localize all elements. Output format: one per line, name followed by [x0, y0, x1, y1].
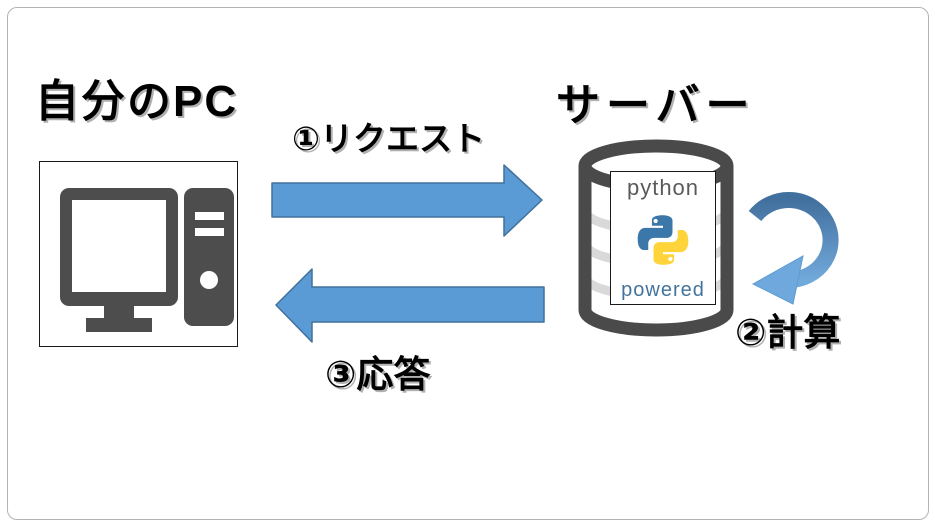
desktop-computer-icon — [60, 188, 234, 332]
step-response-label: ③応答 — [325, 354, 431, 395]
server-title: サーバー — [556, 81, 756, 130]
step-compute-label: ②計算 — [735, 312, 841, 353]
python-logo-icon — [637, 214, 689, 265]
client-title: 自分のPC — [35, 77, 239, 126]
step-request-label: ①リクエスト — [292, 120, 485, 157]
client-pc-box — [39, 161, 238, 347]
python-powered-box: python powered — [610, 171, 716, 305]
python-logo-word: python — [626, 175, 700, 200]
powered-word: powered — [621, 279, 705, 301]
request-arrow — [271, 164, 543, 237]
response-arrow — [275, 268, 545, 343]
loop-arrow-icon — [748, 192, 839, 305]
